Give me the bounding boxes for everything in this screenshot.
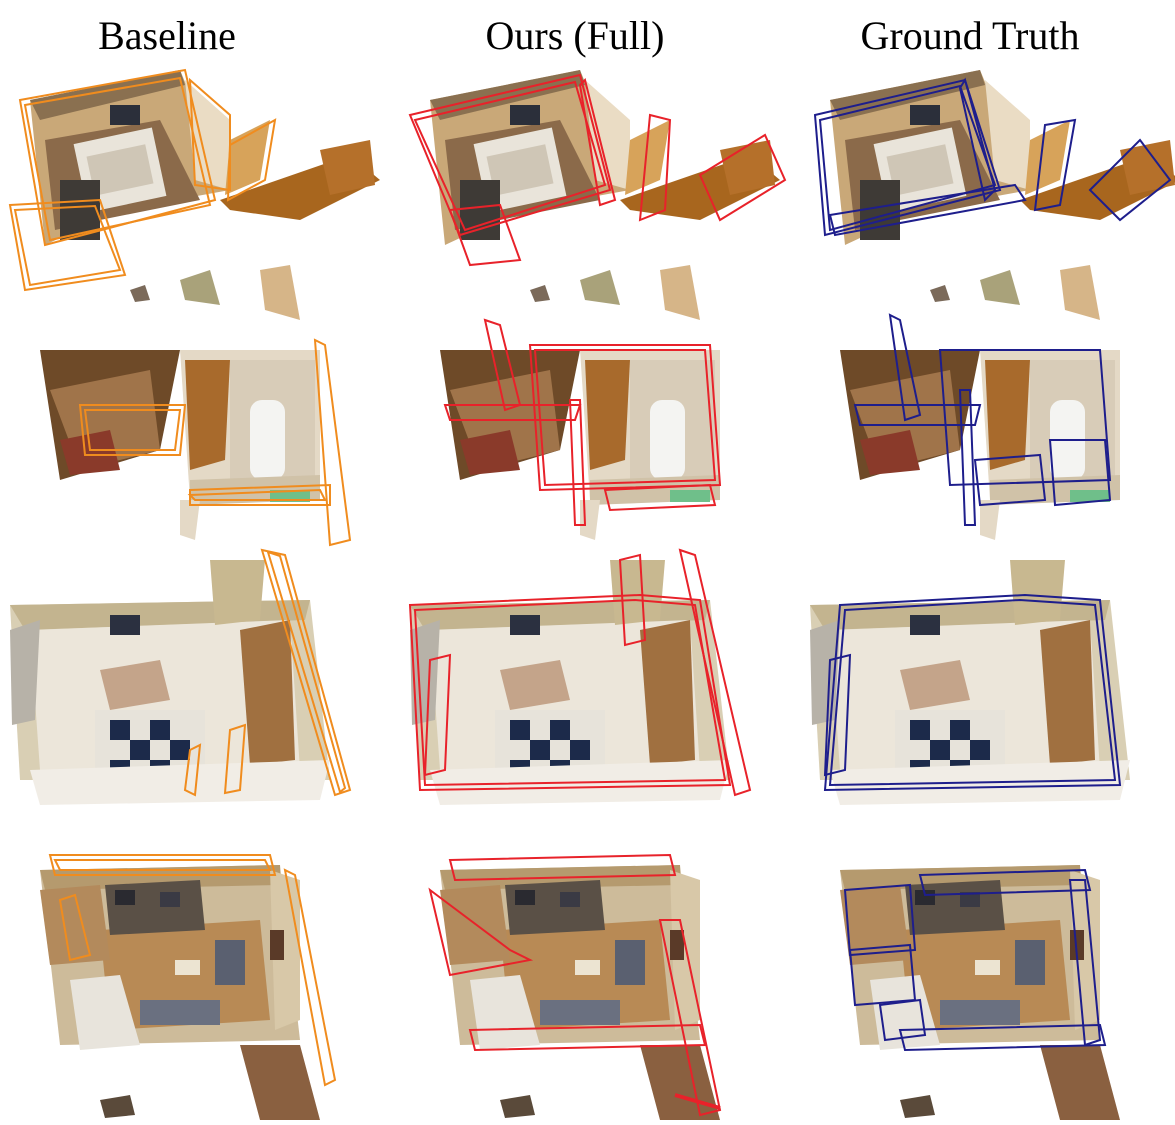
scene-image: [440, 865, 720, 1120]
scene-image: [40, 865, 320, 1120]
ours-box-overlay: [408, 548, 752, 797]
baseline-box-overlay: [183, 548, 352, 797]
panel-baseline-bathroom: [40, 338, 352, 547]
ours-box-overlay: [443, 318, 722, 526]
figure-canvas: [8, 68, 1175, 1120]
gt-box-overlay: [853, 313, 1112, 526]
panel-ours-living-room: [428, 853, 722, 1120]
panel-gt-living-room: [840, 865, 1120, 1120]
panel-ours-bathroom: [440, 318, 722, 540]
baseline-box-overlay: [48, 854, 337, 1087]
baseline-box-overlay: [78, 338, 352, 547]
result-grid: [0, 60, 1175, 1125]
scene-image: [840, 865, 1120, 1120]
scene-image: [810, 560, 1130, 805]
panel-ours-kitchen: [408, 548, 752, 805]
panel-baseline-kitchen: [10, 548, 352, 805]
column-title-baseline: Baseline: [98, 13, 236, 58]
ours-box-overlay: [408, 73, 787, 267]
ours-box-overlay: [428, 853, 722, 1117]
scene-image: [430, 70, 780, 320]
gt-box-overlay: [823, 593, 1122, 792]
column-title-ground-truth: Ground Truth: [860, 13, 1080, 58]
scene-image: [830, 70, 1175, 320]
panel-ours-bedroom: [408, 70, 787, 320]
gt-box-overlay: [843, 868, 1107, 1052]
scene-image: [440, 350, 720, 540]
scene-image: [410, 560, 730, 805]
panel-baseline-bedroom: [8, 68, 380, 320]
scene-image: [840, 350, 1120, 540]
panel-baseline-living-room: [40, 854, 337, 1120]
scene-image: [30, 70, 380, 320]
panel-gt-bathroom: [840, 313, 1120, 540]
panel-gt-kitchen: [810, 560, 1130, 805]
gt-box-overlay: [813, 77, 1172, 237]
panel-gt-bedroom: [813, 70, 1175, 320]
baseline-box-overlay: [8, 68, 277, 292]
column-title-ours: Ours (Full): [485, 13, 665, 58]
